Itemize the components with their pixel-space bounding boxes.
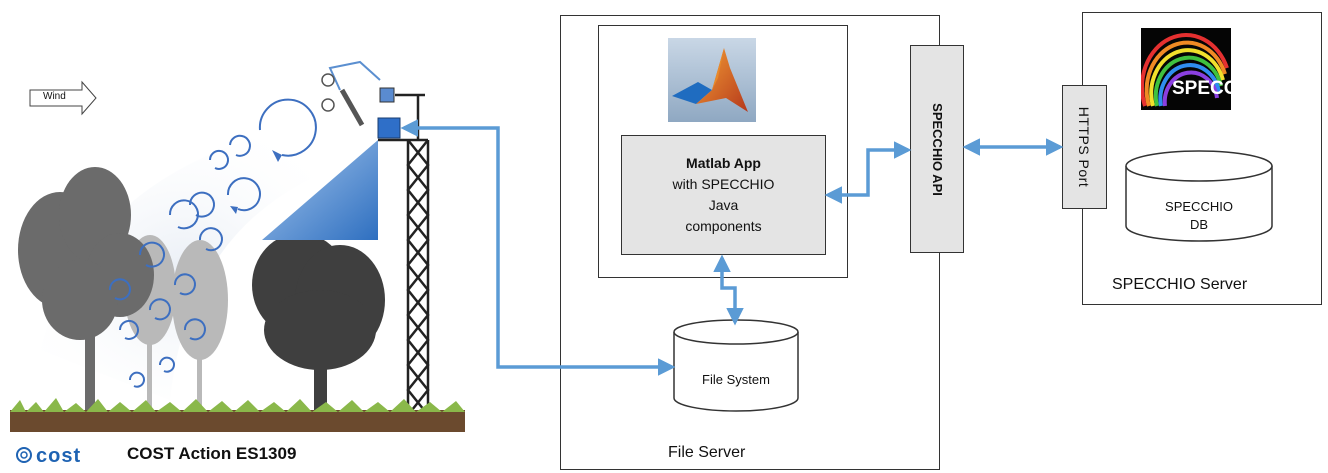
specchio-logo-text: SPECCHIO <box>1172 78 1272 99</box>
file-system-label: File System <box>702 372 770 387</box>
matlab-app-title: Matlab App <box>686 155 761 171</box>
wind-eddy-icons <box>108 98 317 388</box>
cost-logo-text: cost <box>36 445 81 467</box>
matlab-app-line1: with SPECCHIO <box>672 176 775 192</box>
grass <box>10 398 465 412</box>
cost-action-label: COST Action ES1309 <box>127 444 297 463</box>
specchio-db-line2: DB <box>1189 217 1209 232</box>
spectrometer-sensor-icon <box>321 60 401 139</box>
matlab-icon <box>668 38 756 122</box>
file-server-title: File Server <box>668 444 746 461</box>
wind-arrow-icon <box>29 80 97 116</box>
measurement-tower <box>378 93 430 416</box>
matlab-app-line3: components <box>685 218 762 234</box>
specchio-db-cylinder <box>1125 150 1273 242</box>
specchio-logo-icon <box>1141 28 1231 110</box>
sensor-field-of-view <box>262 140 378 240</box>
matlab-app-box: Matlab App with SPECCHIO Java components <box>621 135 826 255</box>
field-scene-illustration: cost <box>10 60 465 467</box>
specchio-server-title: SPECCHIO Server <box>1112 276 1248 293</box>
ground <box>10 410 465 432</box>
specchio-db-line1: SPECCHIO <box>1165 199 1233 214</box>
https-port-box: HTTPS Port <box>1062 85 1107 209</box>
tree-icon <box>252 233 385 415</box>
file-system-cylinder <box>673 319 799 412</box>
tree-icon <box>18 167 154 410</box>
matlab-app-line2: Java <box>708 197 739 213</box>
specchio-db-label: SPECCHIO DB <box>1124 198 1274 234</box>
https-port-label: HTTPS Port <box>1076 106 1093 188</box>
specchio-api-box: SPECCHIO API <box>910 45 964 253</box>
specchio-api-label: SPECCHIO API <box>929 102 945 196</box>
cost-logo: cost <box>16 445 81 467</box>
wind-label: Wind <box>43 91 66 102</box>
